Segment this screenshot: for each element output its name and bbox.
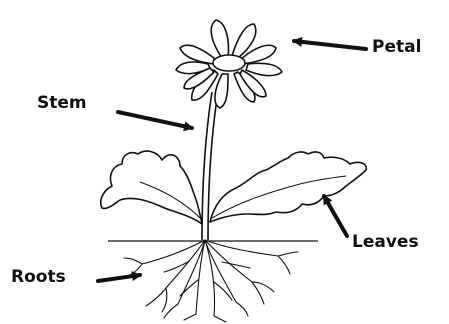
leaves-label: Leaves [352, 234, 419, 251]
roots-arrow [98, 275, 140, 281]
petal-arrow [294, 41, 366, 49]
roots [124, 240, 298, 322]
flower-center [213, 55, 245, 71]
stem-label: Stem [37, 95, 87, 112]
stem-arrow [118, 112, 192, 128]
petal-label: Petal [372, 39, 421, 56]
left-leaf [101, 151, 202, 224]
roots-label: Roots [11, 269, 66, 286]
leaves-arrow [324, 196, 347, 236]
flower-head [176, 20, 282, 108]
